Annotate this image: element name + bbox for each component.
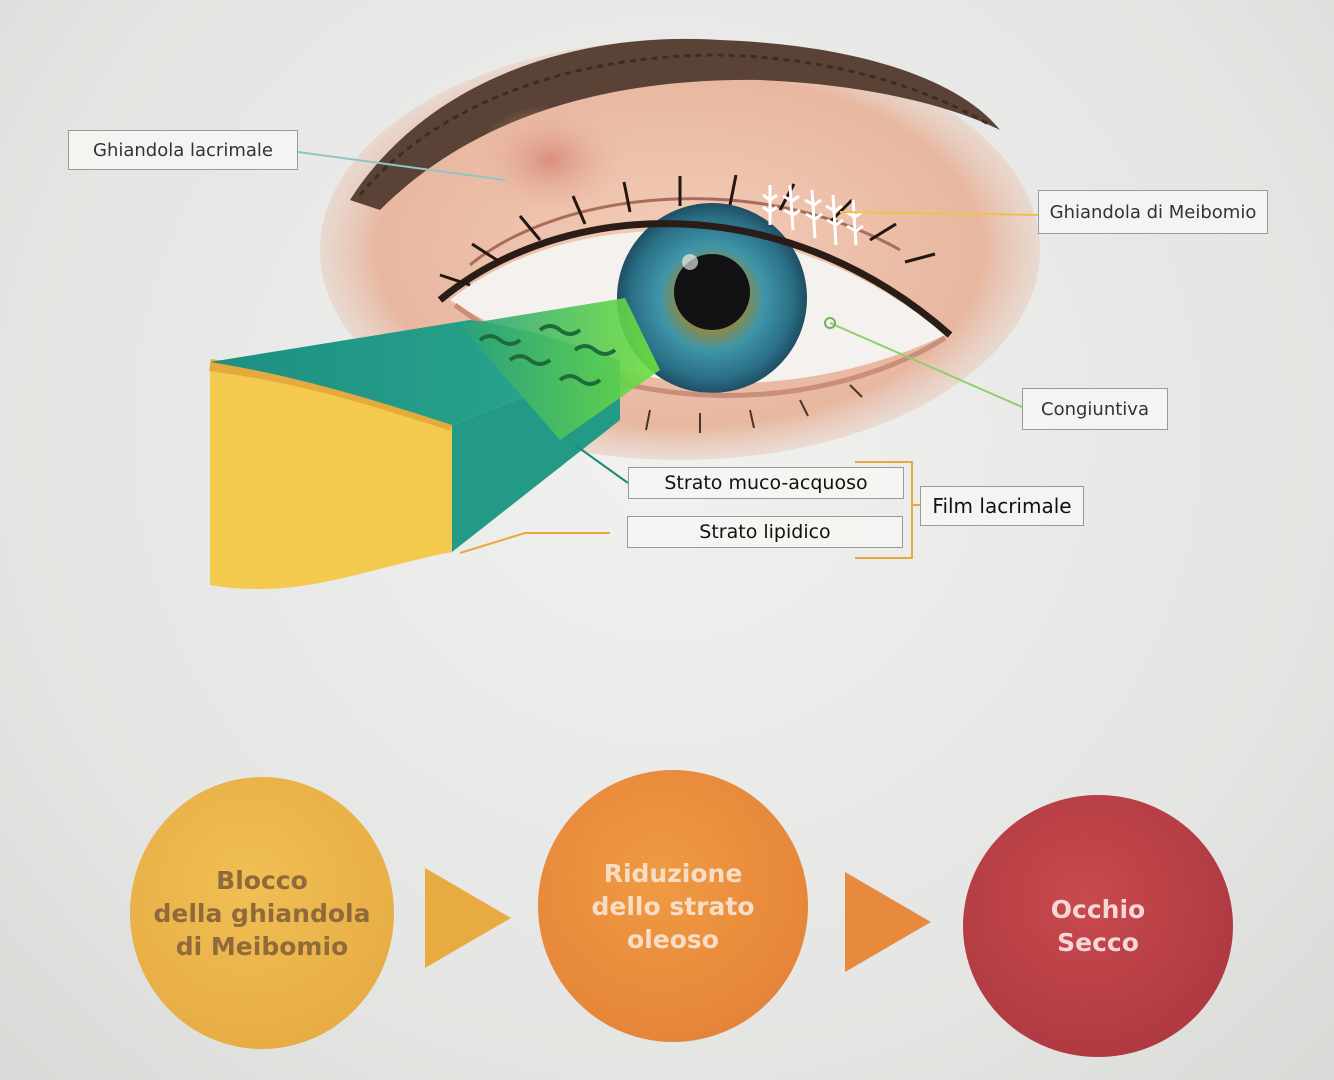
label-muco-aqueous-layer: Strato muco-acquoso bbox=[628, 467, 904, 499]
tear-film-bracket bbox=[855, 461, 913, 559]
meibomian-gland-markers bbox=[762, 184, 864, 246]
leader-lipid bbox=[459, 532, 610, 554]
step-meibomian-block: Blocco della ghiandola di Meibomio bbox=[130, 777, 394, 1049]
label-tear-film: Film lacrimale bbox=[920, 486, 1084, 526]
step-dry-eye: Occhio Secco bbox=[963, 795, 1233, 1057]
green-beam bbox=[460, 298, 660, 440]
step-meibomian-block-text: Blocco della ghiandola di Meibomio bbox=[153, 865, 371, 961]
eyebrow-hair bbox=[358, 53, 991, 196]
pupil bbox=[674, 254, 750, 330]
step-dry-eye-text: Occhio Secco bbox=[1050, 895, 1146, 957]
step-oil-reduction-text: Riduzione dello strato oleoso bbox=[591, 858, 755, 954]
flow-arrow-1 bbox=[425, 868, 511, 968]
label-meibomian-gland: Ghiandola di Meibomio bbox=[1038, 190, 1268, 234]
conjunctiva-dot bbox=[824, 317, 836, 329]
label-lipid-layer: Strato lipidico bbox=[627, 516, 903, 548]
label-conjunctiva: Congiuntiva bbox=[1022, 388, 1168, 430]
step-oil-reduction: Riduzione dello strato oleoso bbox=[538, 770, 808, 1042]
eyebrow bbox=[350, 38, 1000, 210]
iris-highlight bbox=[682, 254, 698, 270]
flow-arrow-2 bbox=[845, 872, 931, 972]
leader-muco bbox=[574, 444, 629, 484]
leader-meibomian bbox=[839, 211, 1039, 216]
lipid-layer-edge bbox=[209, 359, 454, 431]
lipid-layer-face bbox=[210, 365, 452, 590]
label-lacrimal-gland: Ghiandola lacrimale bbox=[68, 130, 298, 170]
leader-conjunctiva bbox=[829, 322, 1023, 408]
mucin-strands bbox=[478, 324, 617, 386]
lacrimal-gland-blush bbox=[475, 105, 625, 215]
upper-eyelid bbox=[437, 220, 953, 338]
leader-lacrimal bbox=[297, 151, 506, 181]
